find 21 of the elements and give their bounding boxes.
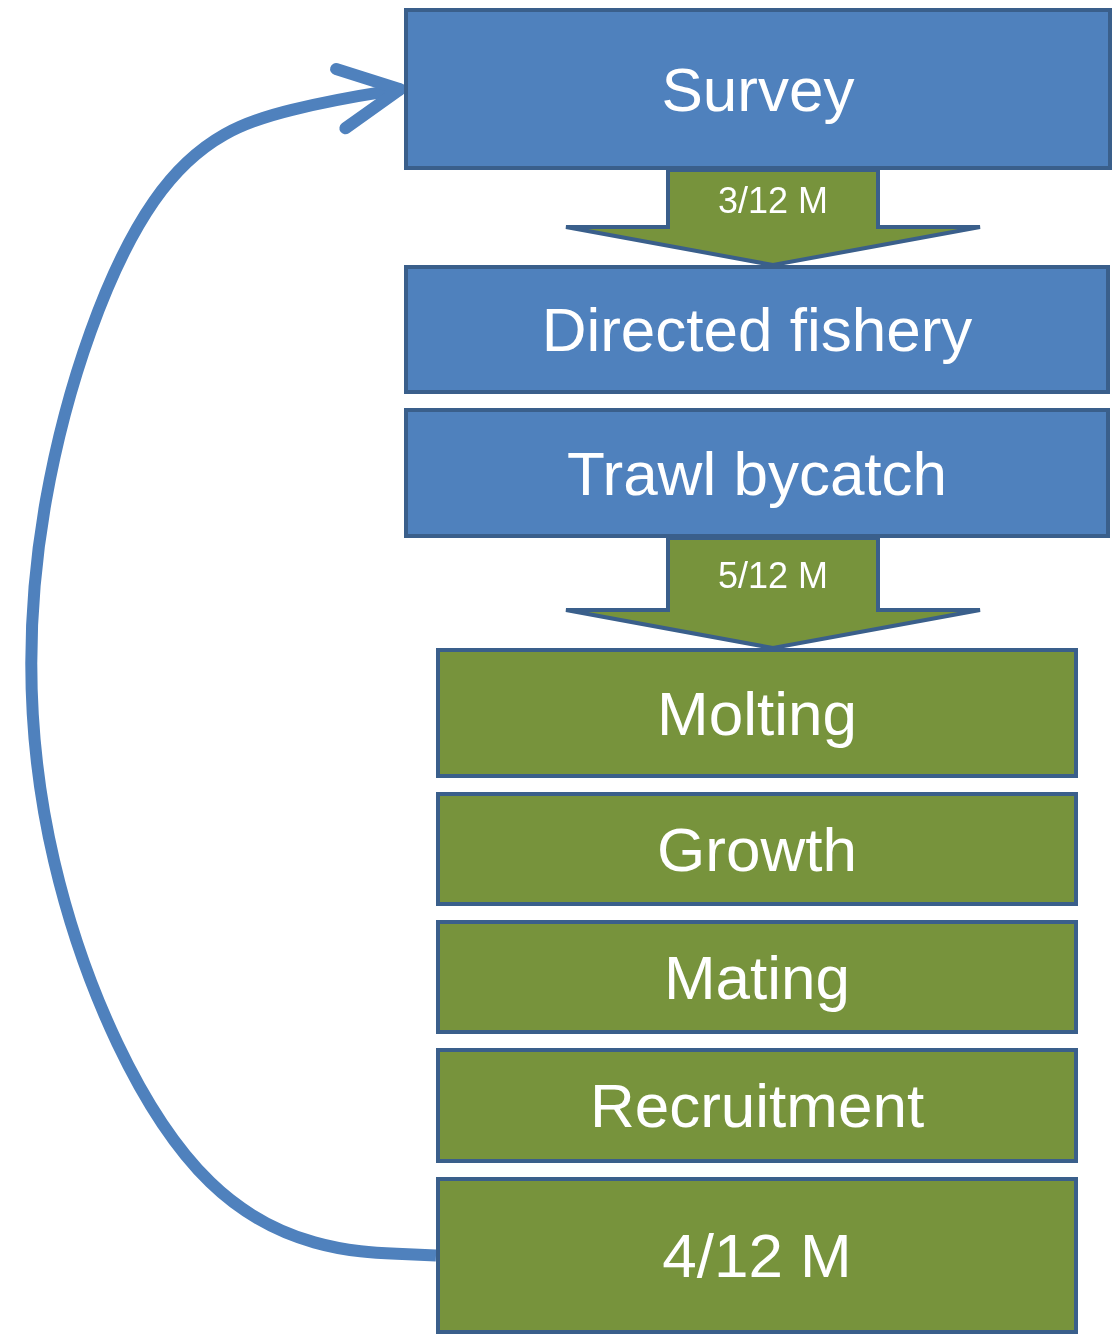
- box-label: Molting: [657, 677, 857, 749]
- block-arrow: [564, 168, 982, 268]
- box-label: 4/12 M: [662, 1220, 852, 1291]
- process-box: [436, 1048, 1078, 1163]
- process-box: [404, 265, 1110, 394]
- box-label: Trawl bycatch: [566, 437, 948, 509]
- edge-label: 3/12 M: [717, 179, 829, 222]
- process-box: [404, 8, 1112, 170]
- block-arrow: [564, 536, 982, 651]
- box-label: Survey: [661, 53, 855, 125]
- box-label: Directed fishery: [541, 294, 973, 365]
- process-box: [436, 920, 1078, 1034]
- box-label: Growth: [657, 813, 857, 885]
- curved-arrow: [25, 62, 437, 1262]
- process-box: [436, 648, 1078, 778]
- box-label: Recruitment: [589, 1070, 925, 1141]
- edge-label: 5/12 M: [717, 555, 829, 597]
- process-box: [436, 1177, 1078, 1334]
- box-label: Mating: [663, 941, 851, 1013]
- process-box: [436, 792, 1078, 906]
- process-box: [404, 408, 1110, 538]
